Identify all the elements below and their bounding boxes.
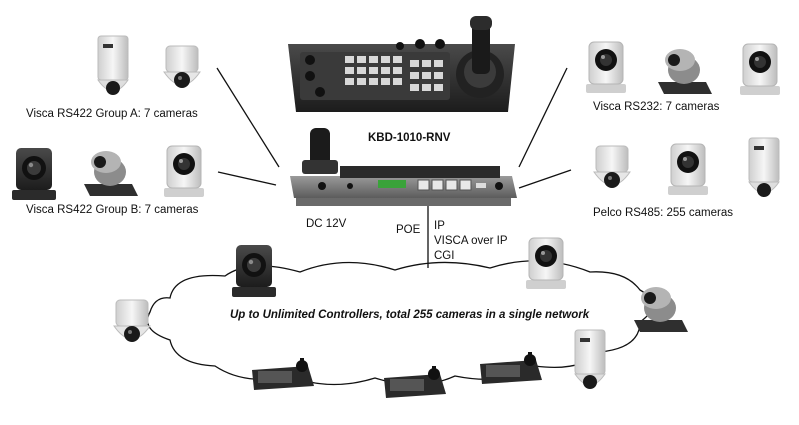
label-visca-ip: VISCA over IP	[434, 235, 508, 247]
ptz-camera-icon	[574, 329, 606, 390]
label-cgi: CGI	[434, 250, 455, 262]
ptz-camera-icon	[525, 237, 567, 290]
ptz-camera-icon	[748, 137, 780, 198]
keyboard-controller-icon	[480, 352, 542, 384]
ptz-camera-icon	[232, 245, 276, 297]
ptz-camera-icon	[585, 41, 627, 94]
ptz-camera-icon	[97, 35, 129, 96]
ptz-camera-icon	[12, 148, 56, 200]
keyboard-controller-icon	[384, 366, 446, 398]
keyboard-controller-icon	[288, 16, 515, 112]
label-pelco: Pelco RS485: 255 cameras	[593, 207, 733, 219]
dome-camera-icon	[113, 299, 151, 343]
label-poe: POE	[396, 224, 421, 236]
label-group-a: Visca RS422 Group A: 7 cameras	[26, 108, 198, 120]
ptz-camera-icon	[739, 43, 781, 96]
ptz-camera-icon	[634, 287, 688, 332]
label-ip: IP	[434, 220, 445, 232]
ptz-camera-icon	[163, 145, 205, 198]
connection-lines	[216, 67, 572, 268]
label-dc: DC 12V	[306, 218, 347, 230]
dome-camera-icon	[593, 145, 631, 189]
keyboard-controller-icon	[252, 358, 314, 390]
ptz-camera-icon	[84, 151, 138, 196]
dome-camera-icon	[163, 45, 201, 89]
network-caption: Up to Unlimited Controllers, total 255 c…	[230, 309, 590, 321]
model-title: KBD-1010-RNV	[368, 132, 451, 144]
keyboard-controller-icon	[290, 128, 517, 206]
label-rs232: Visca RS232: 7 cameras	[593, 101, 720, 113]
ptz-camera-icon	[658, 49, 712, 94]
label-group-b: Visca RS422 Group B: 7 cameras	[26, 204, 199, 216]
ptz-camera-icon	[667, 143, 709, 196]
